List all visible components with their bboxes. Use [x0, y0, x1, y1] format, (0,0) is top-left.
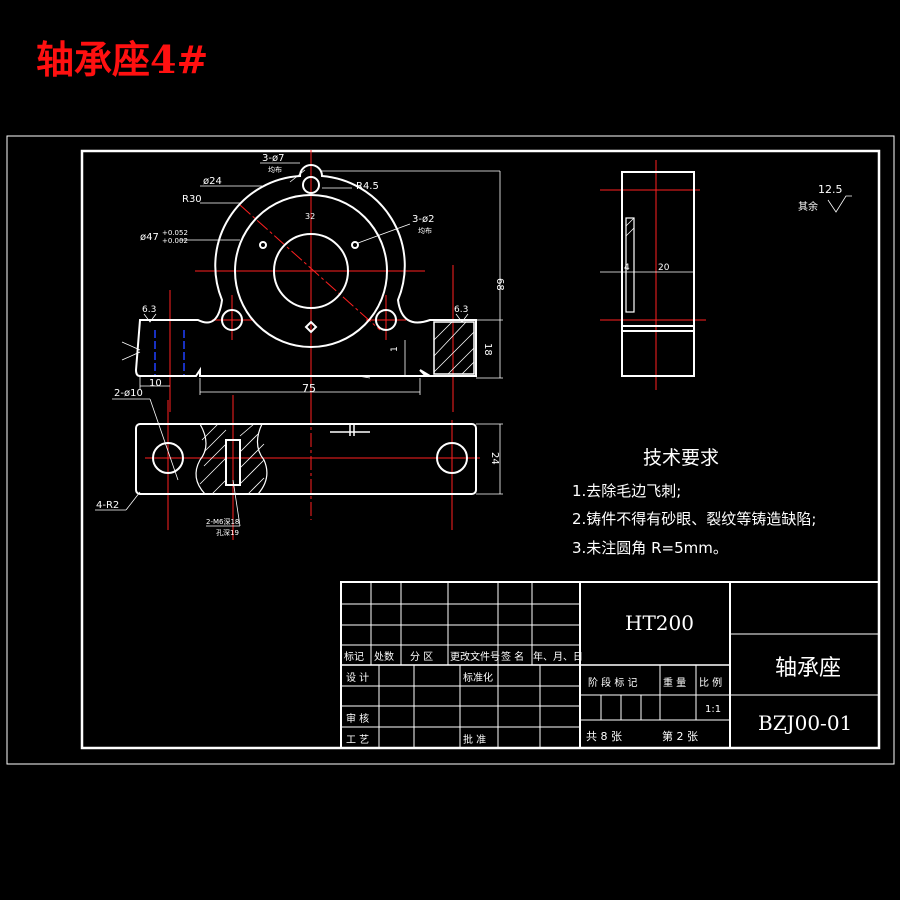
oil-hole-left [259, 241, 267, 249]
title-block-drawing-no: BZJ00-01 [758, 711, 852, 735]
rev-header-doc: 更改文件号 [450, 650, 500, 663]
front-view-hidden-lines [154, 330, 185, 375]
outer-bore-circle [234, 194, 388, 348]
side-view-hatching [625, 217, 635, 237]
drawing-title: 轴承座4# [36, 37, 209, 82]
base-hole-right [436, 442, 468, 474]
sheet-borders [6, 135, 895, 765]
sheet-no: 第 2 张 [662, 729, 698, 743]
front-view-outline [134, 164, 477, 377]
role-standardize: 标准化 [463, 671, 493, 684]
title-block: HT200 轴承座 BZJ00-01 标记 处数 分 区 更改文件号 签 名 年… [340, 581, 880, 749]
dim-10: 10 [149, 378, 162, 389]
top-view-centerlines [145, 395, 480, 540]
roughness-right-symbol [455, 313, 469, 323]
dim-75: 75 [302, 382, 316, 395]
dim-32: 32 [305, 212, 315, 221]
thread-note-1: 2-M6深18 [206, 517, 239, 526]
top-view-dimensions [95, 398, 503, 527]
side-view: 4 20 [600, 160, 706, 390]
tech-requirement-3: 3.未注圆角 R=5mm。 [572, 539, 728, 557]
tech-requirements: 技术要求 1.去除毛边飞刺; 2.铸件不得有砂眼、裂纹等铸造缺陷; 3.未注圆角… [572, 447, 816, 557]
top-view-outline [135, 423, 477, 495]
rev-header-mark: 标记 [344, 651, 364, 663]
role-design: 设 计 [346, 671, 369, 684]
role-review: 审 核 [346, 712, 369, 725]
top-view-section [195, 423, 268, 495]
tech-requirements-heading: 技术要求 [643, 447, 719, 469]
side-view-outline [621, 171, 695, 377]
top-bolt-hole [302, 176, 320, 194]
dim-3phi2: 3-ø2 [412, 214, 434, 225]
scale-value: 1:1 [705, 704, 721, 715]
rev-header-date: 年、月、日 [533, 650, 583, 663]
dim-4: 4 [624, 263, 630, 273]
rev-header-sign: 签 名 [501, 650, 524, 663]
dim-phi47-tol-upper: +0.052 [162, 229, 188, 237]
base-hole-left [152, 442, 184, 474]
left-bolt-hole [221, 309, 243, 331]
right-bolt-hole [375, 309, 397, 331]
bearing-bore-circle [273, 233, 349, 309]
title-block-part-name: 轴承座 [775, 656, 841, 681]
title-block-material: HT200 [625, 611, 694, 635]
tech-requirement-2: 2.铸件不得有砂眼、裂纹等铸造缺陷; [572, 510, 816, 528]
roughness-note: 12.5 其余 [798, 183, 852, 213]
roughness-value: 12.5 [818, 183, 843, 196]
rev-header-count: 处数 [374, 650, 394, 663]
dim-4r2: 4-R2 [96, 500, 119, 511]
oil-hole-right [351, 241, 359, 249]
dim-3phi2-note: 均布 [418, 226, 432, 235]
roughness-symbol [827, 195, 852, 213]
roughness-left: 6.3 [142, 305, 156, 315]
dim-24: 24 [489, 452, 500, 465]
dim-3phi7: 3-ø7 [262, 153, 284, 164]
top-view: 2-ø10 4-R2 24 2-M6深18 孔深19 [95, 388, 503, 540]
dim-phi47: ø47 [140, 232, 159, 243]
dim-68: 68 [494, 278, 505, 291]
dim-20: 20 [658, 263, 670, 273]
thread-note-2: 孔深19 [216, 528, 239, 537]
front-view-centerlines [169, 150, 454, 412]
dim-2phi10: 2-ø10 [114, 388, 143, 399]
dim-r30: R30 [182, 194, 202, 205]
front-view: 3-ø7 均布 R4.5 ø24 R30 32 3-ø2 均布 ø47 +0.0… [121, 150, 505, 412]
dim-3phi7-note: 均布 [268, 165, 282, 174]
roughness-left-symbol [143, 313, 157, 323]
rev-header-zone: 分 区 [410, 651, 433, 663]
front-view-dimensions [121, 162, 503, 395]
role-process: 工 艺 [346, 734, 369, 746]
tech-requirement-1: 1.去除毛边飞刺; [572, 482, 681, 500]
dim-18: 18 [482, 343, 493, 356]
front-view-hatching [433, 321, 475, 375]
stage-label: 阶 段 标 记 [588, 676, 638, 689]
dim-1: 1 [390, 346, 400, 352]
dim-r45: R4.5 [356, 181, 379, 192]
scale-label: 比 例 [699, 676, 722, 689]
dim-phi47-tol-lower: +0.002 [162, 237, 188, 245]
sheets-total: 共 8 张 [586, 730, 622, 743]
role-approve: 批 准 [463, 733, 486, 746]
outer-border [6, 135, 895, 765]
roughness-label: 其余 [798, 200, 818, 213]
side-view-centerlines [600, 160, 706, 390]
roughness-right: 6.3 [454, 305, 468, 315]
title-block-grid [340, 581, 880, 749]
dim-phi24: ø24 [203, 176, 222, 187]
weight-label: 重 量 [663, 676, 686, 689]
